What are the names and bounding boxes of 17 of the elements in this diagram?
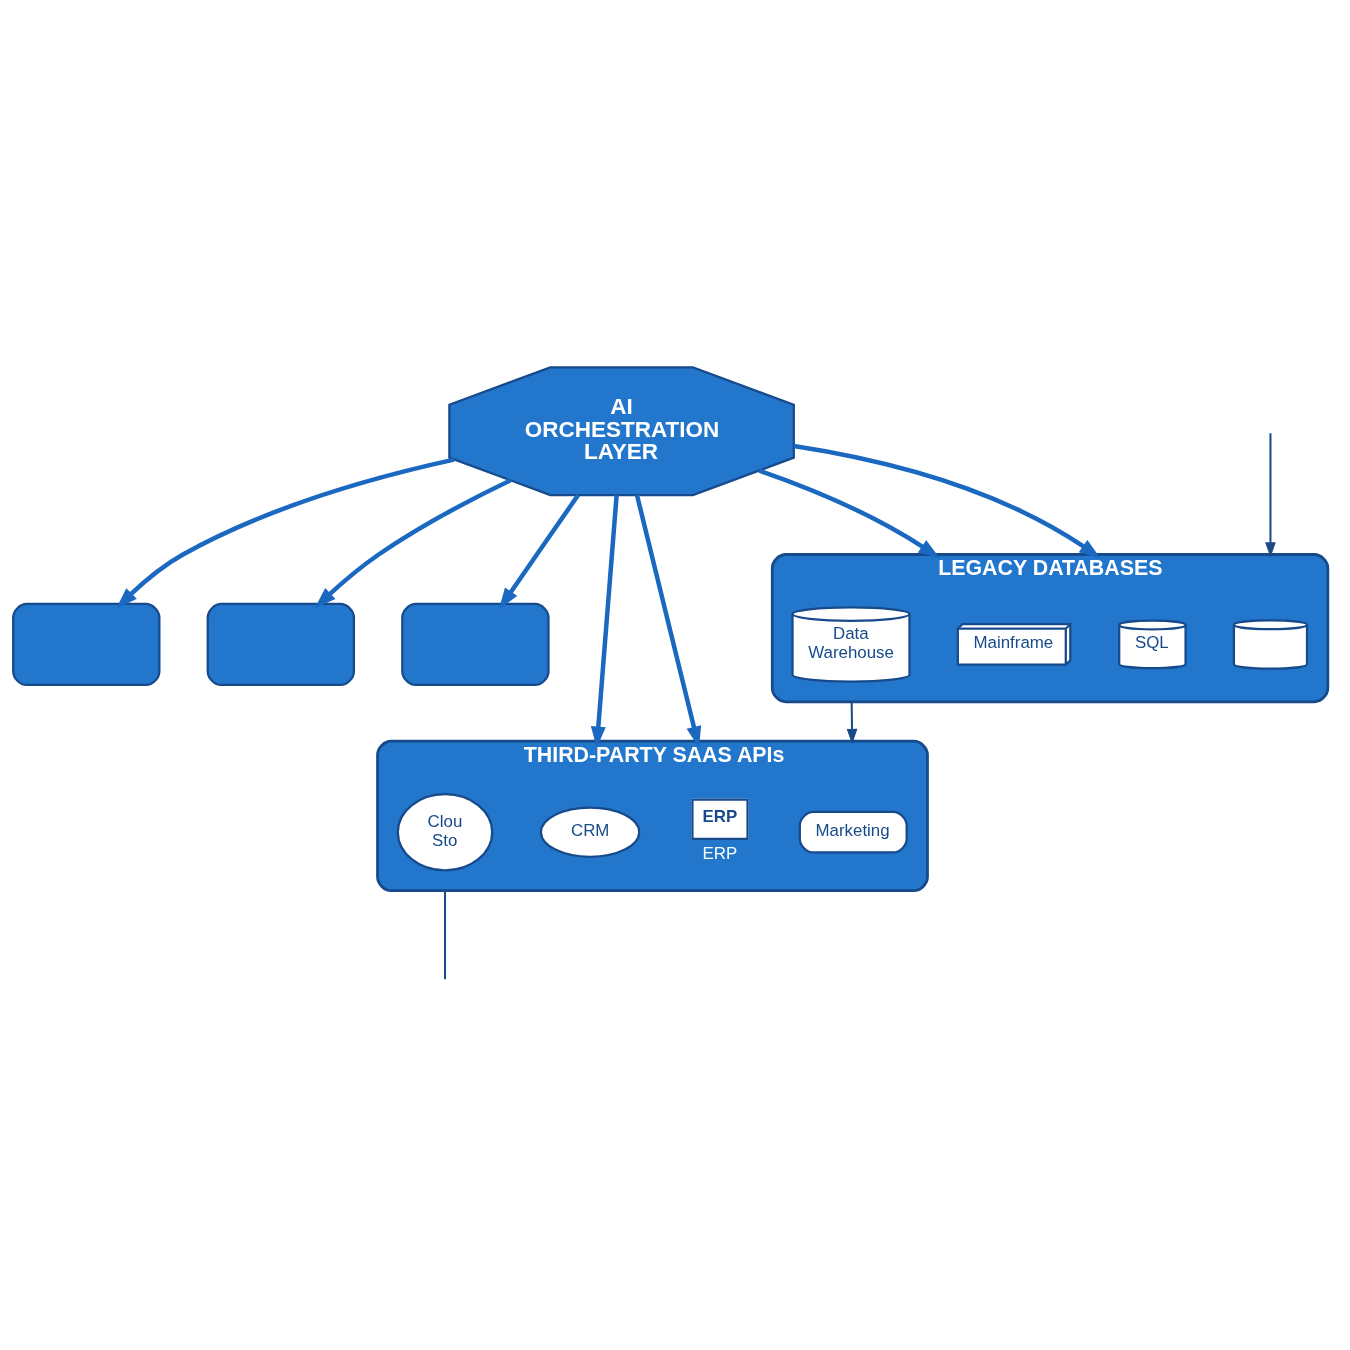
node-ellipse: CRM bbox=[539, 806, 641, 858]
node-box: Marketing bbox=[798, 810, 908, 854]
arrow bbox=[634, 494, 702, 748]
arrow bbox=[498, 493, 580, 609]
node-ellipse: Clou Sto bbox=[396, 792, 494, 871]
arrow bbox=[590, 494, 619, 748]
arrow bbox=[314, 477, 512, 608]
arrow bbox=[793, 443, 1101, 558]
node-box bbox=[401, 602, 550, 686]
arrow bbox=[758, 467, 940, 558]
arrow bbox=[116, 456, 455, 609]
connector bbox=[444, 890, 447, 979]
arrow bbox=[1265, 432, 1276, 558]
arrow bbox=[846, 701, 858, 744]
node-box bbox=[12, 602, 161, 686]
node-label: ERP bbox=[702, 843, 738, 863]
node-box bbox=[206, 602, 356, 686]
